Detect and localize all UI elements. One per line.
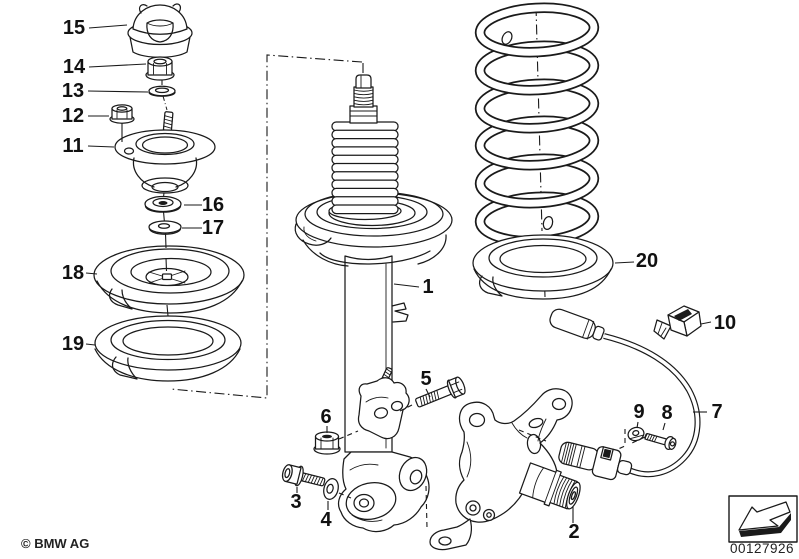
assembly-bracket-line [170, 54, 363, 399]
strut-mid-clamp [357, 367, 410, 440]
callout-1[interactable]: 1 [422, 276, 434, 298]
callout-9[interactable]: 9 [633, 401, 645, 423]
callout-6[interactable]: 6 [320, 406, 332, 428]
sensor-plug [549, 308, 605, 341]
callout-8[interactable]: 8 [661, 402, 673, 424]
hose-bracket [391, 302, 409, 323]
coil-spring [474, 2, 600, 247]
washer-17 [148, 220, 182, 235]
strut-mount-cap [127, 3, 193, 58]
flange-nut [109, 104, 135, 124]
callout-16[interactable]: 16 [201, 194, 225, 216]
strut-dust-bellows [328, 121, 402, 221]
strut-lower-clamp [337, 451, 430, 533]
clamp-bolt-5 [415, 376, 466, 408]
bolt-3 [281, 464, 326, 487]
abs-sensor-cable [549, 308, 701, 481]
callout-18[interactable]: 18 [61, 262, 85, 284]
part-number: 00127926 [729, 541, 795, 556]
support-bearing [144, 195, 182, 213]
lower-spring-plate [94, 315, 242, 382]
washer-13 [148, 85, 176, 97]
callout-19[interactable]: 19 [61, 333, 85, 355]
hex-nut-6 [313, 431, 341, 455]
centerline-connectors [121, 80, 169, 317]
assembly-dashed-lines [338, 404, 646, 529]
callout-13[interactable]: 13 [61, 80, 85, 102]
callout-leader-lines [85, 24, 712, 523]
callout-10[interactable]: 10 [713, 312, 737, 334]
callout-17[interactable]: 17 [201, 217, 225, 239]
bolt-8 [644, 432, 677, 451]
callout-14[interactable]: 14 [62, 56, 86, 78]
callout-2[interactable]: 2 [568, 521, 580, 543]
callout-5[interactable]: 5 [420, 368, 432, 390]
lock-nut [145, 56, 175, 81]
guide-support [114, 111, 216, 194]
steering-knuckle [429, 388, 581, 551]
callout-11[interactable]: 11 [62, 135, 84, 157]
callout-15[interactable]: 15 [62, 17, 86, 39]
speed-sensor [558, 441, 633, 481]
callout-20[interactable]: 20 [635, 250, 659, 272]
callout-3[interactable]: 3 [290, 491, 302, 513]
piston-rod-tip [349, 74, 378, 124]
stub-axle [518, 462, 581, 510]
shock-absorber-strut [294, 74, 453, 533]
callout-4[interactable]: 4 [320, 509, 332, 531]
callout-7[interactable]: 7 [711, 401, 723, 423]
knuckle-foot [429, 518, 472, 551]
direction-of-travel-arrow-icon [728, 495, 798, 543]
cable-clip [653, 305, 702, 340]
spring-wire-end-top [501, 31, 513, 45]
copyright-notice: © BMW AG [21, 536, 90, 551]
spring-wire-end-bottom [542, 215, 554, 231]
lower-spring-pad [472, 234, 614, 300]
callout-12[interactable]: 12 [61, 105, 85, 127]
upper-spring-plate [93, 245, 245, 314]
washer-4 [323, 478, 339, 500]
washer-9 [627, 426, 645, 442]
